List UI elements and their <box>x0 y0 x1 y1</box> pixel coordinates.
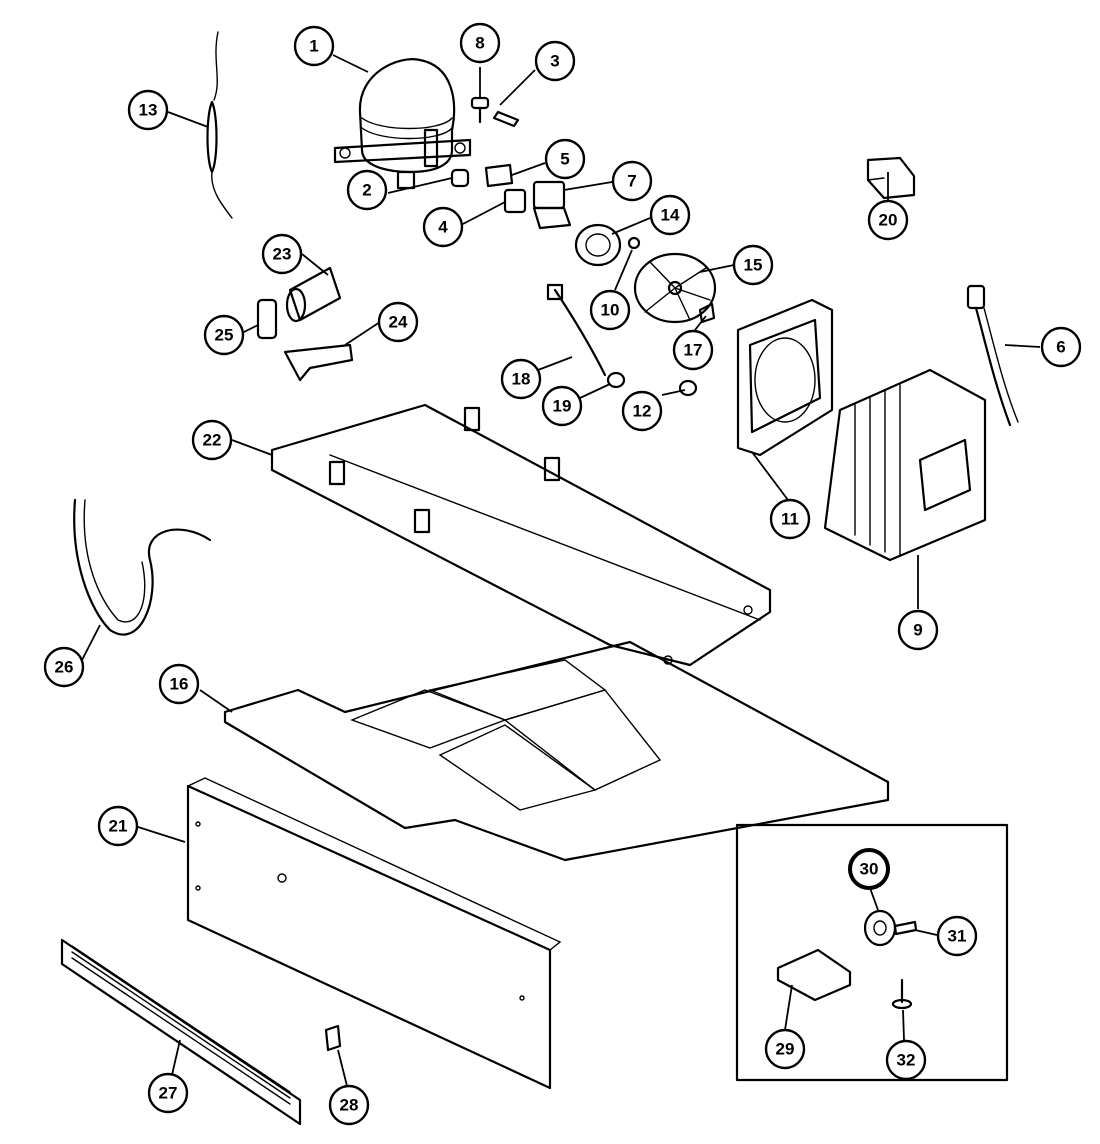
part-relay-4 <box>503 188 527 214</box>
callout-21-label: 21 <box>109 817 128 836</box>
callout-29: 29 <box>764 1028 806 1070</box>
callout-18-label: 18 <box>512 370 531 389</box>
part-capacitor-23 <box>285 266 342 323</box>
callout-22-label: 22 <box>203 431 222 450</box>
callout-19: 19 <box>541 385 583 427</box>
part-screw-31 <box>893 920 918 936</box>
callout-11-label: 11 <box>781 510 799 529</box>
callout-31: 31 <box>936 915 978 957</box>
callout-31-label: 31 <box>948 927 967 946</box>
callout-32: 32 <box>885 1039 927 1081</box>
callout-12: 12 <box>621 390 663 432</box>
callout-23: 23 <box>261 233 303 275</box>
part-fan-shroud-11 <box>736 298 834 457</box>
part-toe-grille-27 <box>60 938 302 1126</box>
callout-15: 15 <box>732 244 774 286</box>
part-clip-17 <box>698 302 716 324</box>
part-grommet-2 <box>450 168 470 188</box>
part-connector-20 <box>866 156 916 200</box>
callout-28-label: 28 <box>340 1096 359 1115</box>
part-fan-motor-14 <box>574 223 622 267</box>
callout-6-label: 6 <box>1056 338 1065 357</box>
callout-9-label: 9 <box>913 621 922 640</box>
part-screw-8 <box>470 96 490 124</box>
callout-7-label: 7 <box>627 172 636 191</box>
callout-32-label: 32 <box>897 1051 916 1070</box>
callout-24-label: 24 <box>389 313 408 332</box>
callout-18: 18 <box>500 358 542 400</box>
part-leveling-leg-32 <box>891 978 913 1010</box>
part-bracket-24 <box>283 343 354 382</box>
callout-14: 14 <box>649 194 691 236</box>
callout-3: 3 <box>534 40 576 82</box>
callout-19-label: 19 <box>553 397 572 416</box>
part-terminal-cover-25 <box>256 298 278 340</box>
part-fan-blade-15 <box>633 252 717 324</box>
callout-15-label: 15 <box>744 256 763 275</box>
callout-25: 25 <box>203 314 245 356</box>
part-bracket-18 <box>546 283 607 377</box>
part-clip-28 <box>324 1024 342 1052</box>
inset-box <box>735 823 1009 1082</box>
callout-11: 11 <box>769 498 811 540</box>
callout-10: 10 <box>589 289 631 331</box>
part-drain-pan-16 <box>223 640 890 862</box>
part-clip-3 <box>492 110 520 128</box>
part-front-panel-21 <box>186 777 562 1090</box>
callout-28: 28 <box>328 1084 370 1126</box>
callout-1-label: 1 <box>309 37 318 56</box>
callout-30: 30 <box>848 848 890 890</box>
part-roller-30 <box>863 909 897 947</box>
callout-1: 1 <box>293 25 335 67</box>
callout-17: 17 <box>672 329 714 371</box>
callout-9: 9 <box>897 609 939 651</box>
callout-6: 6 <box>1040 326 1082 368</box>
part-base-plate-22 <box>270 403 772 667</box>
part-power-cord-6 <box>966 284 1019 427</box>
callout-8-label: 8 <box>475 34 484 53</box>
callout-26-label: 26 <box>55 658 74 677</box>
callout-26: 26 <box>43 646 85 688</box>
callout-14-label: 14 <box>661 206 680 225</box>
callout-10-label: 10 <box>601 301 620 320</box>
callout-27-label: 27 <box>159 1084 178 1103</box>
callout-13-label: 13 <box>139 101 158 120</box>
part-condenser-9 <box>823 368 987 562</box>
callout-30-label: 30 <box>860 860 879 879</box>
callout-25-label: 25 <box>215 326 234 345</box>
callout-5-label: 5 <box>560 150 569 169</box>
callout-12-label: 12 <box>633 402 652 421</box>
part-leveler-29 <box>776 948 852 1002</box>
callout-17-label: 17 <box>684 341 703 360</box>
part-grommet-19 <box>606 371 626 389</box>
callout-8: 8 <box>459 22 501 64</box>
callout-16: 16 <box>158 663 200 705</box>
callout-23-label: 23 <box>273 245 292 264</box>
part-drier-13 <box>206 31 233 219</box>
callout-4-label: 4 <box>438 218 448 237</box>
part-compressor-1 <box>333 58 472 190</box>
callout-20: 20 <box>867 199 909 241</box>
callout-29-label: 29 <box>776 1040 795 1059</box>
callout-3-label: 3 <box>550 52 559 71</box>
callout-24: 24 <box>377 301 419 343</box>
part-overload-5 <box>484 163 514 188</box>
part-nut-10 <box>627 236 641 250</box>
callout-20-label: 20 <box>879 211 898 230</box>
callout-5: 5 <box>544 138 586 180</box>
callout-16-label: 16 <box>170 675 189 694</box>
callout-22: 22 <box>191 419 233 461</box>
part-drain-hose-26 <box>73 498 212 636</box>
leader-lines <box>81 54 1041 1087</box>
callout-13: 13 <box>127 89 169 131</box>
callout-4: 4 <box>422 206 464 248</box>
part-start-relay-7 <box>532 180 572 230</box>
callout-7: 7 <box>611 160 653 202</box>
callout-21: 21 <box>97 805 139 847</box>
part-grommet-12 <box>678 379 698 397</box>
callout-2-label: 2 <box>362 181 371 200</box>
callout-27: 27 <box>147 1072 189 1114</box>
callout-2: 2 <box>346 169 388 211</box>
